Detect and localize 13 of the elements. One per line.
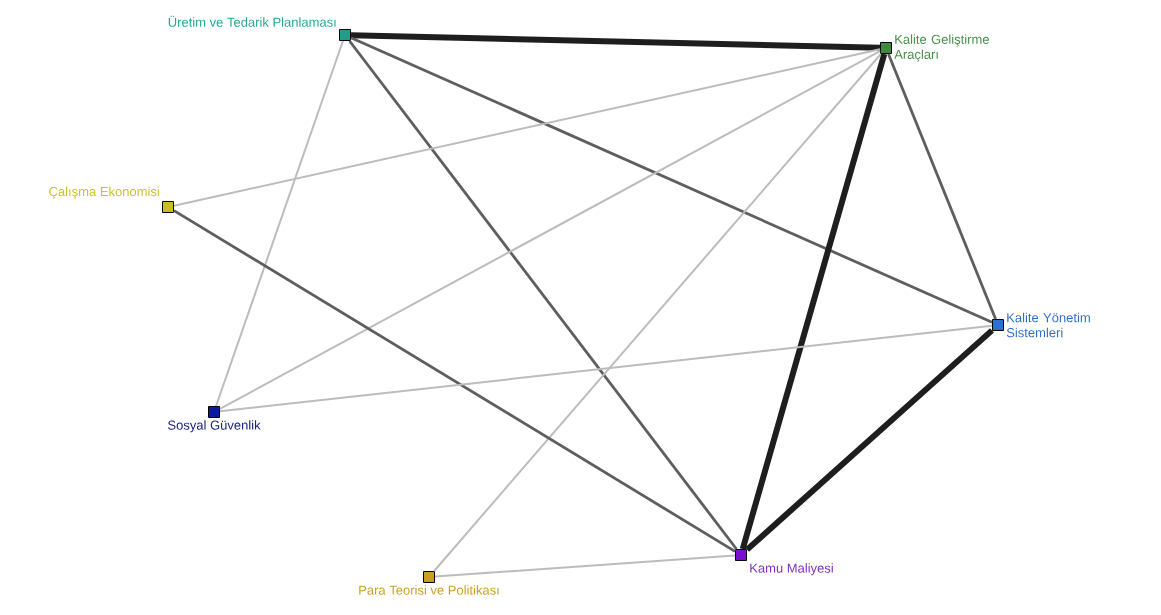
connector-line [745, 328, 994, 552]
connector-line [434, 554, 736, 578]
connector-line [219, 50, 881, 410]
connector-line [887, 53, 997, 320]
connector-line [173, 209, 736, 553]
connector-line [173, 48, 881, 207]
connector-line [433, 53, 882, 572]
connector-line [348, 40, 738, 550]
connector-line [219, 324, 993, 413]
connector-line [350, 36, 993, 324]
connector-line [350, 32, 881, 51]
connector-line [739, 53, 888, 550]
connector-line [215, 40, 344, 407]
